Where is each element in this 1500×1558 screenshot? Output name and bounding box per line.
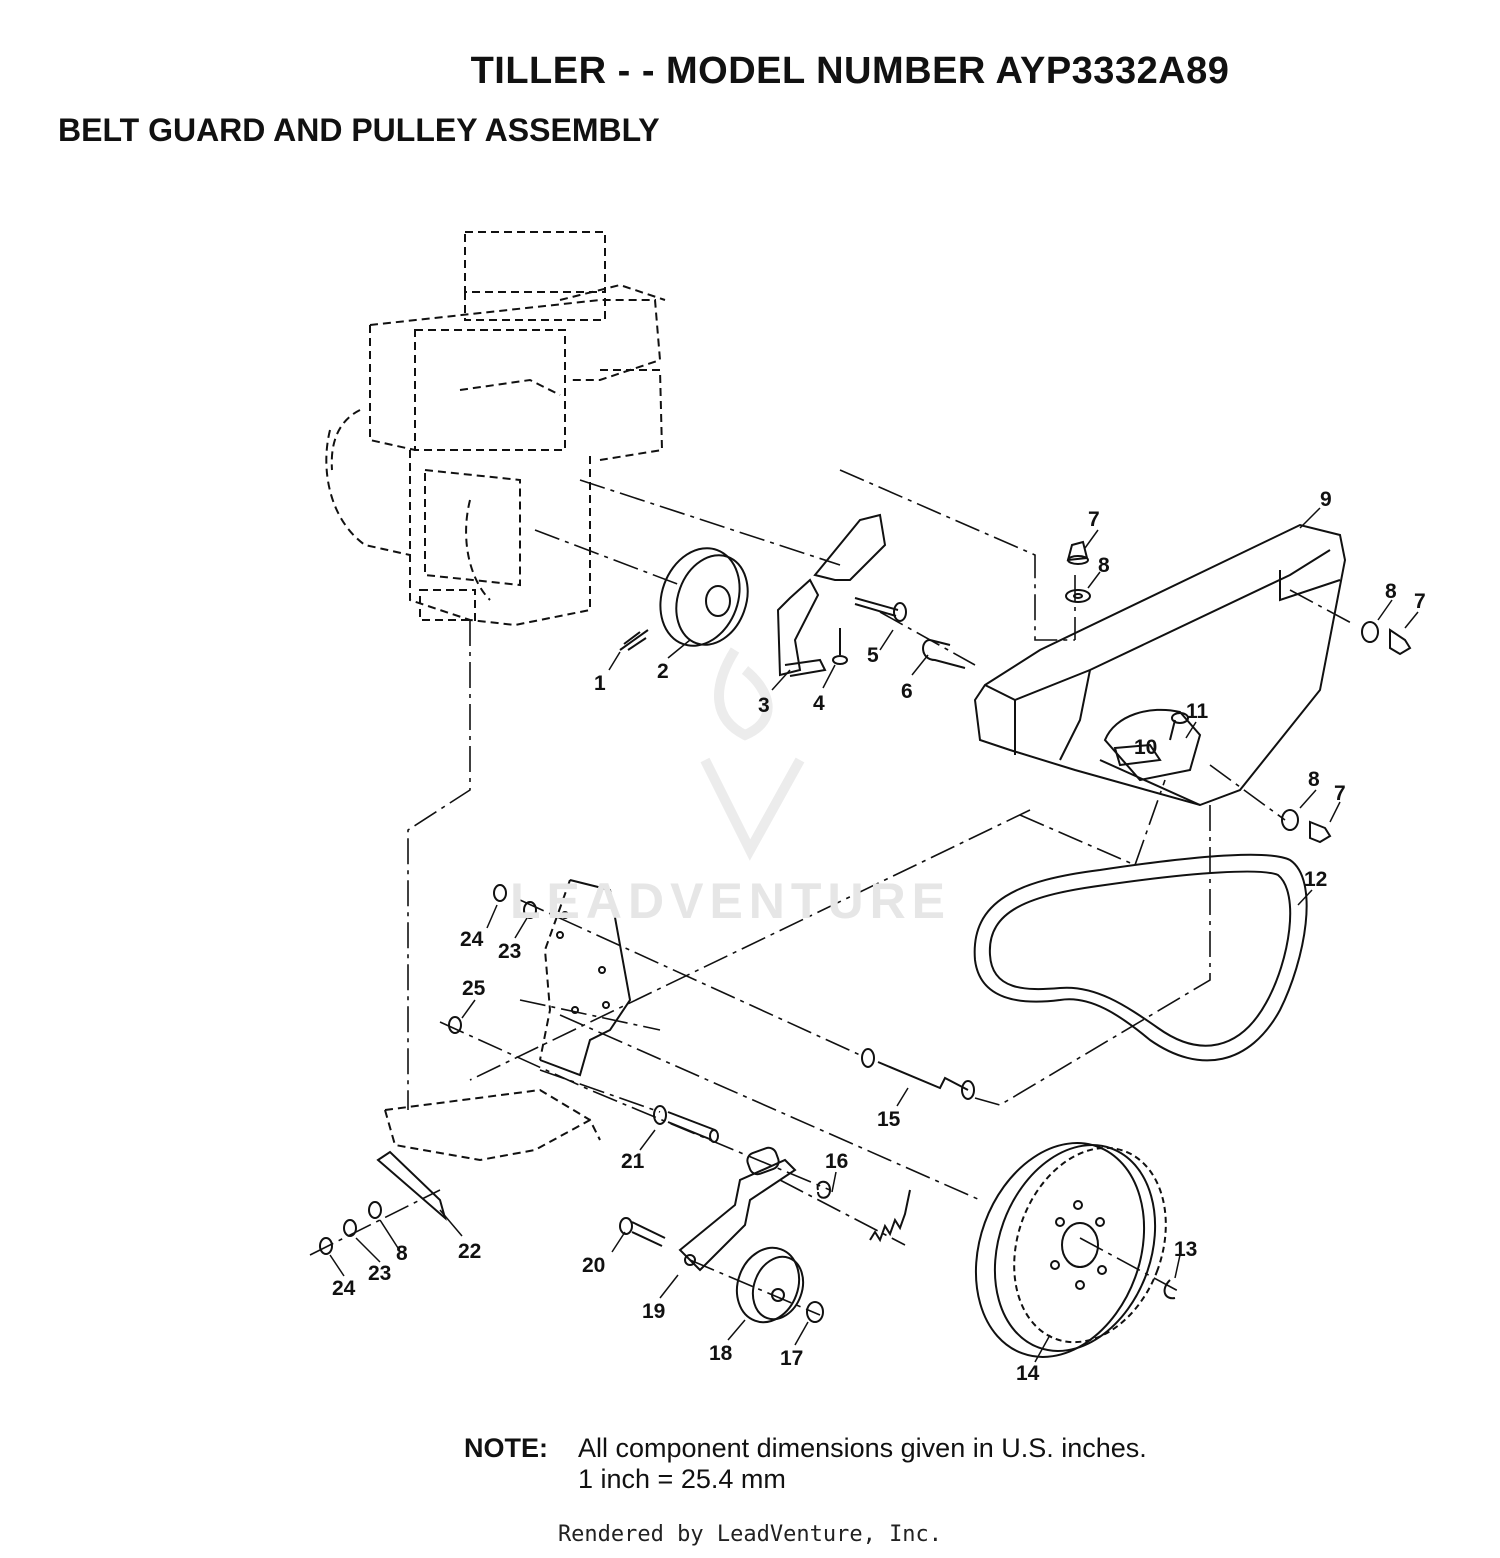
callout-13: 13 [1174, 1238, 1197, 1261]
callout-21: 21 [621, 1150, 645, 1173]
callout-5: 5 [867, 644, 879, 667]
callout-23-lower: 23 [368, 1262, 391, 1285]
callout-7-right: 7 [1414, 590, 1426, 613]
part-6-pin [922, 639, 966, 669]
mounting-bracket [384, 879, 632, 1162]
part-1-set-screw [619, 629, 649, 651]
callout-16: 16 [825, 1150, 848, 1173]
part-13-clip [1163, 1279, 1176, 1300]
callout-25: 25 [462, 977, 486, 1000]
part-22-plate [376, 1150, 447, 1221]
part-18-idler-pulley [735, 1246, 805, 1324]
note-line-2: 1 inch = 25.4 mm [578, 1464, 786, 1494]
part-4-screw [832, 628, 848, 665]
callout-8-right: 8 [1385, 580, 1397, 603]
part-10-11-fasteners [1113, 712, 1189, 767]
note-body: All component dimensions given in U.S. i… [578, 1433, 1147, 1495]
callout-24-upper: 24 [460, 928, 484, 951]
callout-9: 9 [1320, 488, 1332, 511]
part-3-bracket [776, 513, 887, 677]
callout-8-lower-left: 8 [396, 1242, 408, 1265]
part-5-bolt [854, 597, 907, 622]
callout-17: 17 [780, 1347, 803, 1370]
callout-4: 4 [813, 692, 825, 715]
callout-24-lower: 24 [332, 1277, 356, 1300]
callout-20: 20 [582, 1254, 605, 1277]
note-line-1: All component dimensions given in U.S. i… [578, 1433, 1147, 1463]
callout-7-top: 7 [1088, 508, 1100, 531]
callout-6: 6 [901, 680, 913, 703]
part-15-rod [861, 1048, 975, 1100]
callout-1: 1 [594, 672, 606, 695]
engine-outline [325, 231, 666, 627]
part-16-spring [816, 1180, 911, 1243]
callout-22: 22 [458, 1240, 481, 1263]
acorn-nuts-and-washers [1065, 540, 1412, 844]
section-title: BELT GUARD AND PULLEY ASSEMBLY [58, 112, 660, 148]
callout-19: 19 [642, 1300, 665, 1323]
page-title: TILLER - - MODEL NUMBER AYP3332A89 [470, 50, 1230, 92]
callout-8-top: 8 [1098, 554, 1110, 577]
part-12-drive-belt [973, 853, 1308, 1062]
callout-labels: 1 2 3 4 5 6 7 8 9 8 7 11 10 8 7 12 24 23… [332, 488, 1426, 1385]
watermark-logo [700, 647, 805, 861]
callout-14: 14 [1016, 1362, 1040, 1385]
part-14-drive-pulley [974, 1142, 1167, 1358]
callout-11: 11 [1186, 700, 1209, 723]
footer-credit: Rendered by LeadVenture, Inc. [557, 1522, 943, 1547]
leader-lines [309, 469, 1356, 1316]
part-2-engine-pulley [659, 547, 749, 647]
watermark-text: LEADVENTURE [510, 873, 951, 929]
callout-18: 18 [709, 1342, 733, 1365]
part-17-nut [806, 1301, 824, 1323]
note-block: NOTE: All component dimensions given in U… [464, 1433, 1147, 1495]
part-21-shaft [653, 1105, 719, 1143]
callout-23-upper: 23 [498, 940, 521, 963]
callout-8-lower: 8 [1308, 768, 1320, 791]
callout-15: 15 [877, 1108, 901, 1131]
part-19-idler-arm [678, 1146, 797, 1272]
callout-10: 10 [1134, 736, 1157, 759]
note-label: NOTE: [464, 1433, 548, 1463]
callout-3: 3 [758, 694, 770, 717]
callout-2: 2 [657, 660, 669, 683]
callout-12: 12 [1304, 868, 1327, 891]
part-9-belt-guard [973, 523, 1347, 807]
callout-lines [329, 507, 1419, 1363]
part-20-bolt [619, 1217, 666, 1247]
callout-7-lower: 7 [1334, 782, 1346, 805]
lower-left-washers [319, 884, 537, 1255]
